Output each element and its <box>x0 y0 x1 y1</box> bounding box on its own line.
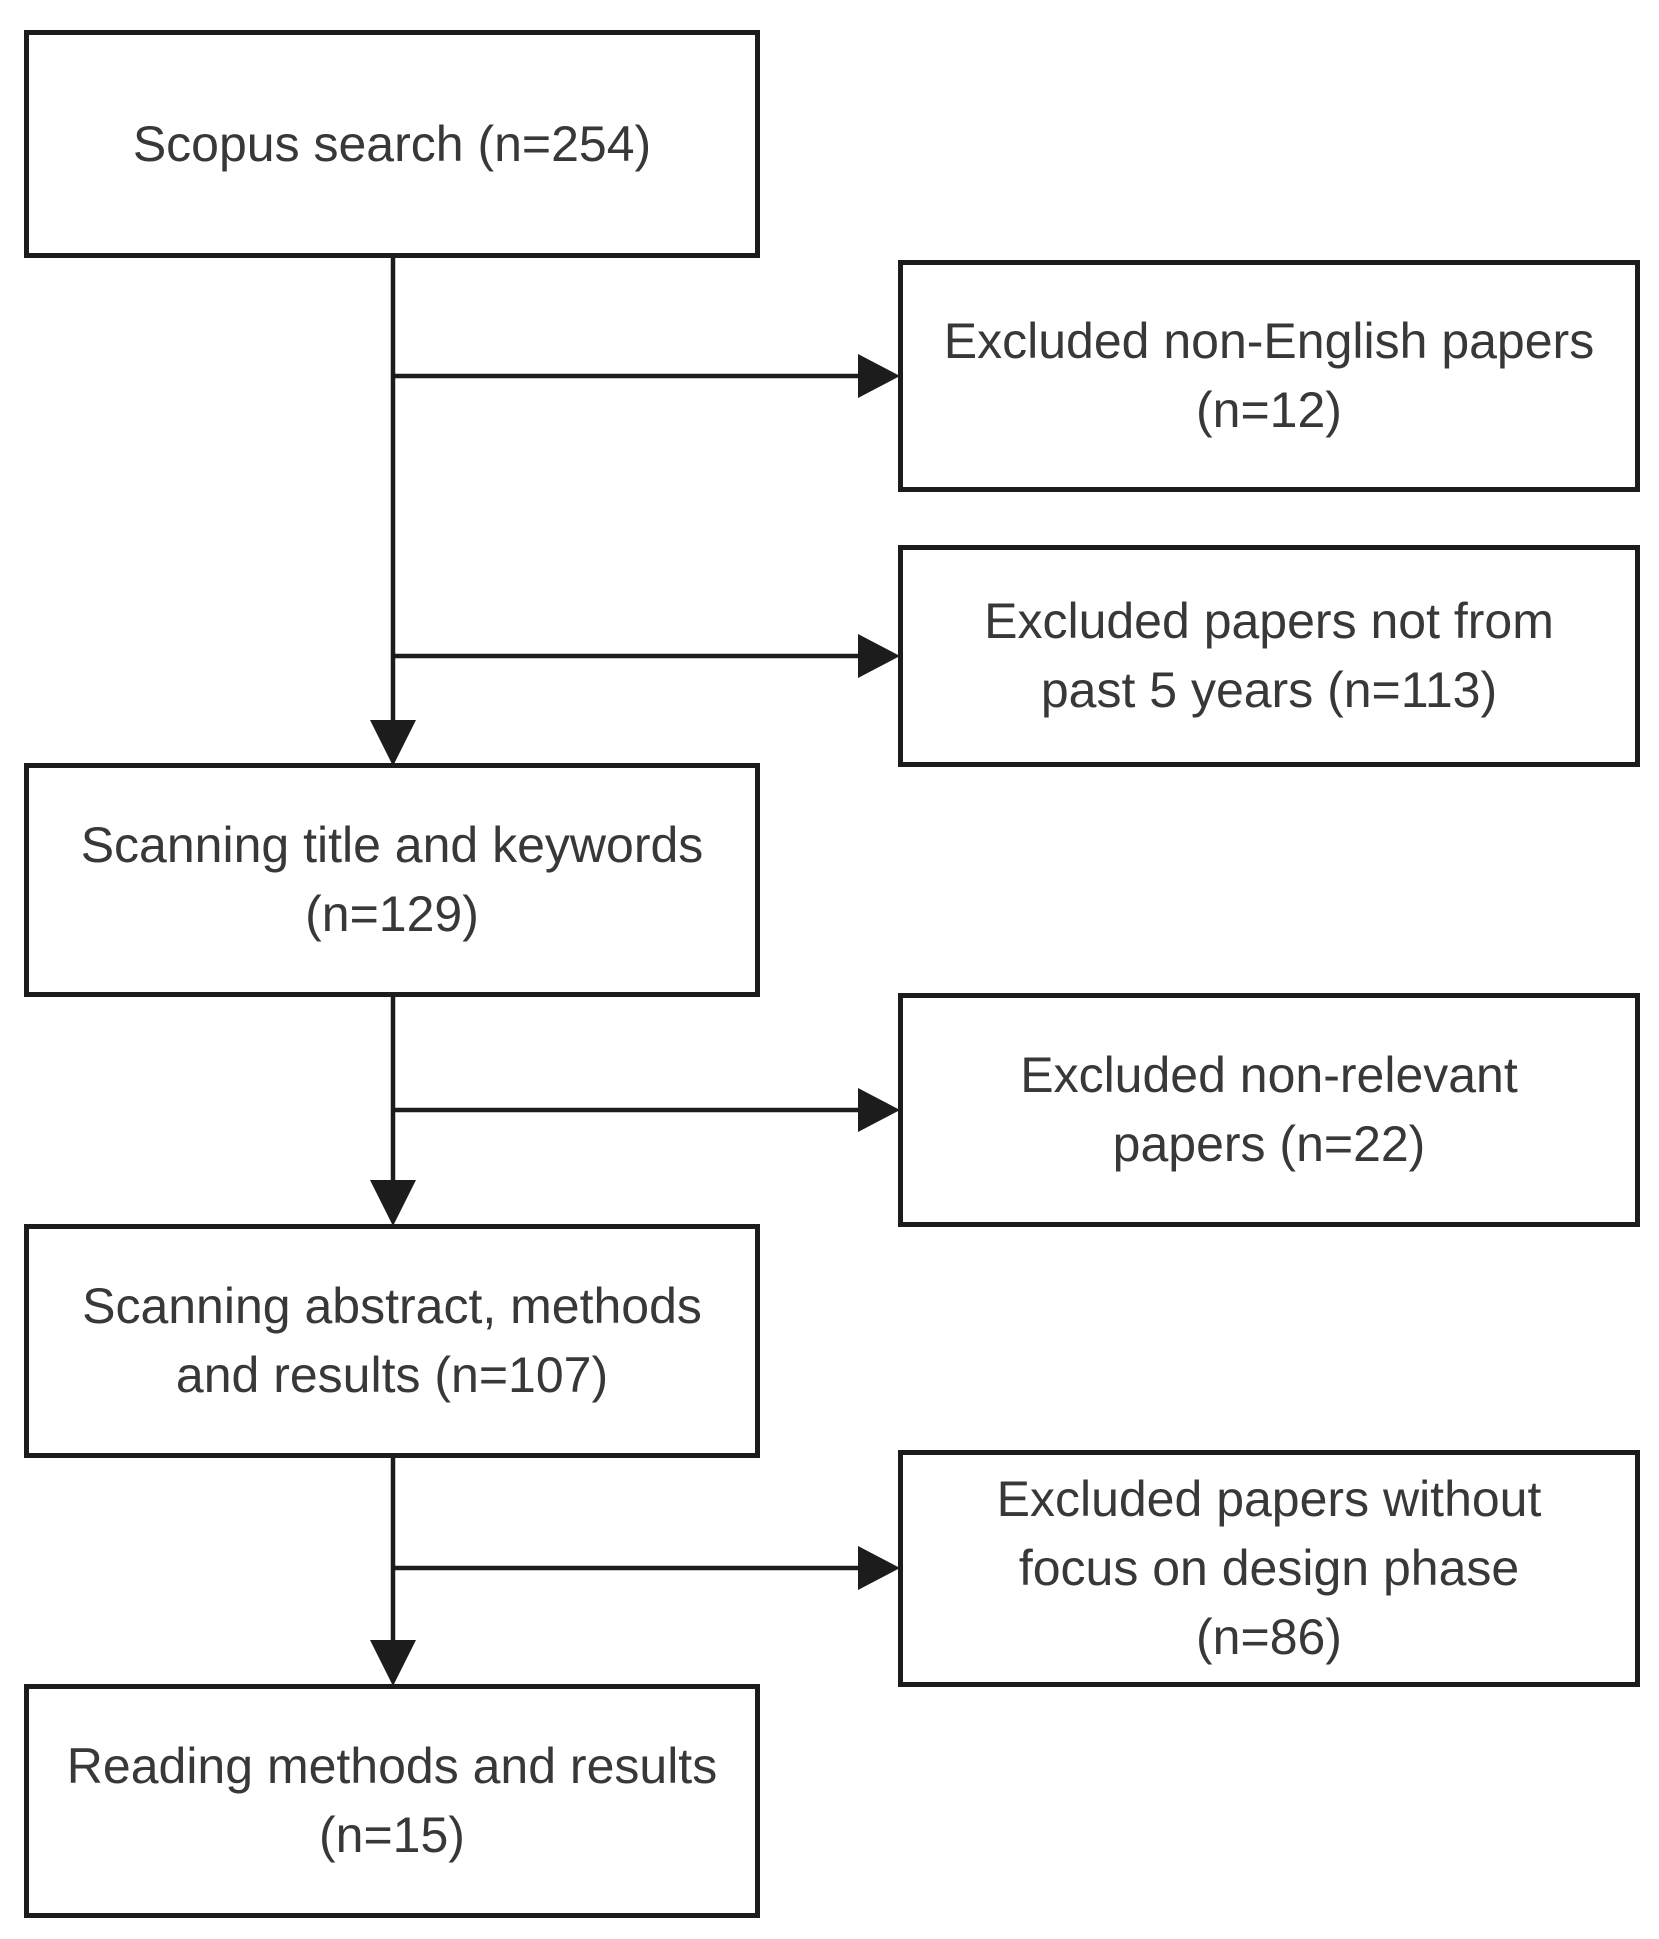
exclusion-box-no-design-focus: Excluded papers without focus on design … <box>898 1450 1640 1687</box>
flow-step-scopus-search-label: Scopus search (n=254) <box>132 115 652 172</box>
flow-step-scopus-search: Scopus search (n=254) <box>24 30 760 258</box>
arrowhead-to-excluded-no-design-focus <box>858 1546 900 1590</box>
flow-step-reading-methods-results-label: Reading methods and results (n=15) <box>66 1738 718 1863</box>
exclusion-box-non-relevant: Excluded non-relevant papers (n=22) <box>898 993 1640 1227</box>
arrowhead-scanning-abstract-to-reading <box>370 1640 416 1686</box>
exclusion-box-not-past-5-years: Excluded papers not from past 5 years (n… <box>898 545 1640 767</box>
flow-step-scanning-abstract-methods-results-label: Scanning abstract, methods and results (… <box>82 1278 702 1403</box>
flow-step-reading-methods-results: Reading methods and results (n=15) <box>24 1684 760 1918</box>
exclusion-box-no-design-focus-label: Excluded papers without focus on design … <box>996 1471 1542 1665</box>
flow-step-scanning-abstract-methods-results: Scanning abstract, methods and results (… <box>24 1224 760 1458</box>
arrowhead-to-excluded-non-relevant <box>858 1088 900 1132</box>
exclusion-box-non-english: Excluded non-English papers (n=12) <box>898 260 1640 492</box>
exclusion-box-not-past-5-years-label: Excluded papers not from past 5 years (n… <box>984 593 1554 718</box>
arrowhead-to-excluded-non-english <box>858 354 900 398</box>
flow-step-scanning-title-keywords: Scanning title and keywords (n=129) <box>24 763 760 997</box>
arrowhead-scopus-to-scanning-title <box>370 720 416 766</box>
exclusion-box-non-relevant-label: Excluded non-relevant papers (n=22) <box>1020 1047 1518 1172</box>
arrowhead-to-excluded-not-past-5-years <box>858 634 900 678</box>
exclusion-box-non-english-label: Excluded non-English papers (n=12) <box>943 313 1595 438</box>
flow-step-scanning-title-keywords-label: Scanning title and keywords (n=129) <box>80 817 704 942</box>
arrowhead-scanning-title-to-scanning-abstract <box>370 1180 416 1226</box>
